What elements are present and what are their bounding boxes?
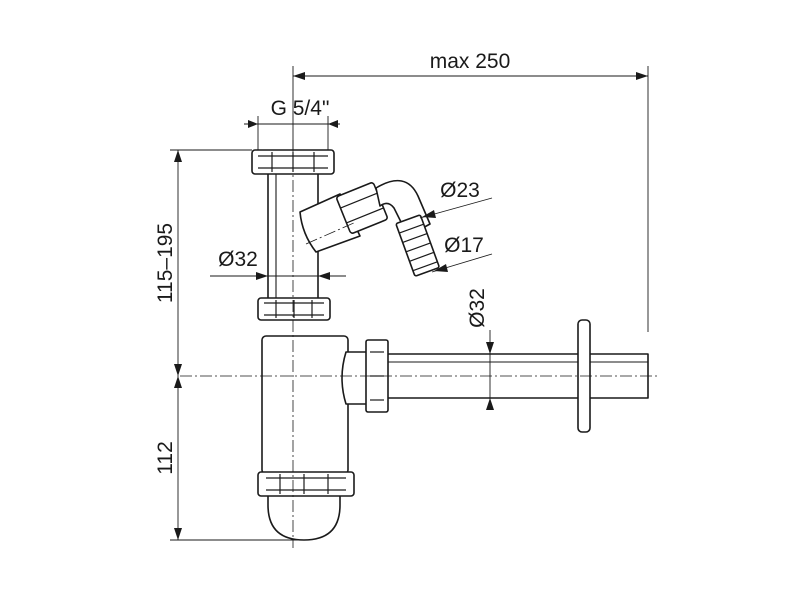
dimension-thread — [244, 116, 340, 150]
dimension-height-range — [170, 149, 252, 376]
dimension-bottom-height — [170, 376, 304, 541]
hose-outer-label: Ø23 — [440, 179, 480, 202]
bottle-trap-body — [261, 335, 369, 541]
dimension-hose-inner — [431, 253, 493, 273]
hose-inner-label: Ø17 — [444, 234, 484, 257]
thread-label: G 5/4" — [271, 97, 330, 120]
side-branch — [299, 179, 440, 277]
dimension-max-length — [292, 66, 649, 332]
dimension-outlet-diameter — [486, 330, 494, 410]
bottom-nut — [257, 471, 355, 497]
center-lines — [180, 140, 660, 548]
bottom-height-label: 112 — [154, 441, 177, 474]
dimension-hose-outer — [419, 197, 493, 219]
dimension-tube-diameter — [210, 272, 346, 280]
height-range-label: 115–195 — [154, 223, 177, 303]
outlet-diameter-label: Ø32 — [466, 288, 489, 328]
max-length-label: max 250 — [430, 50, 511, 73]
middle-nut — [257, 297, 331, 321]
tube-diameter-label: Ø32 — [218, 248, 258, 271]
